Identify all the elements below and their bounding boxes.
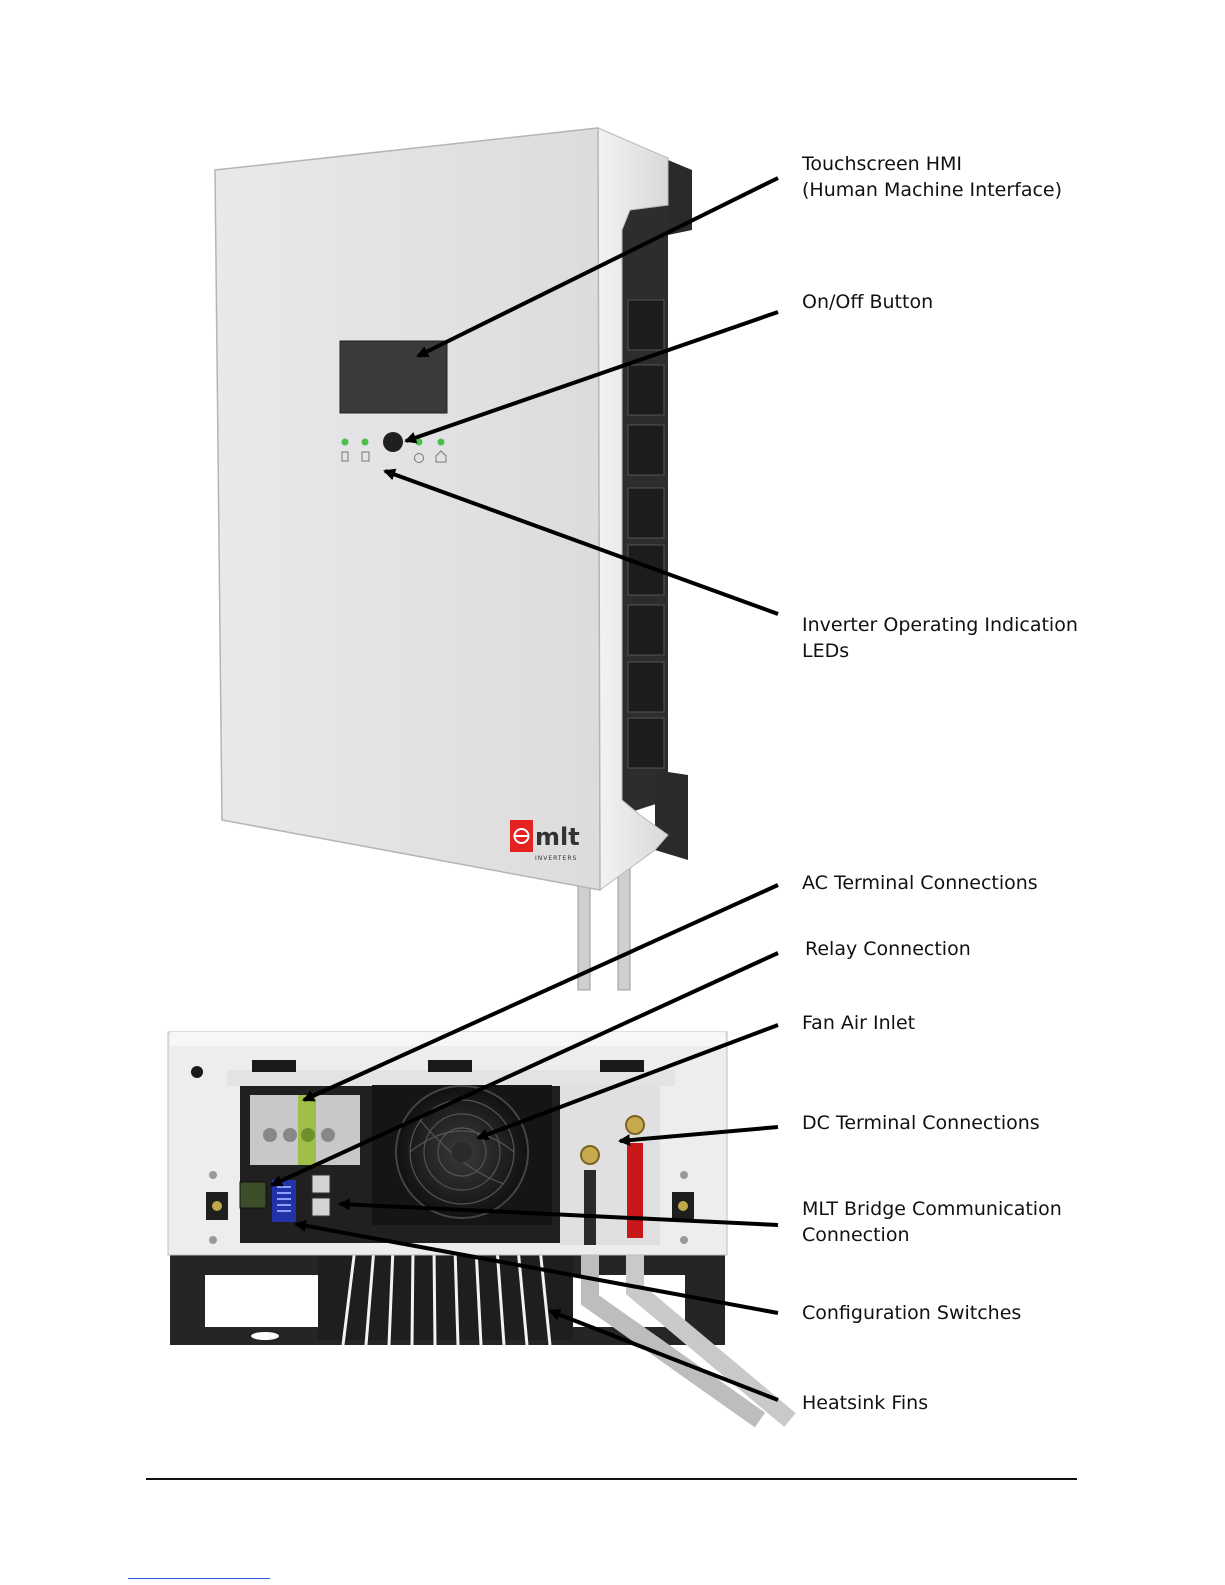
label-dc: DC Terminal Connections <box>802 1110 1040 1136</box>
label-fan-line1: Fan Air Inlet <box>802 1010 915 1036</box>
label-ac-line1: AC Terminal Connections <box>802 870 1038 896</box>
label-touchscreen-line1: Touchscreen HMI <box>802 151 1062 177</box>
label-onoff-line1: On/Off Button <box>802 289 933 315</box>
label-heatsink: Heatsink Fins <box>802 1390 928 1416</box>
label-relay: Relay Connection <box>805 936 971 962</box>
logo-subtitle: INVERTERS <box>535 855 577 862</box>
label-touchscreen-line2: (Human Machine Interface) <box>802 177 1062 203</box>
relay-connector[interactable] <box>240 1182 266 1208</box>
label-bridge-line1: MLT Bridge Communication <box>802 1196 1062 1222</box>
fan-air-inlet <box>372 1085 552 1225</box>
label-ac: AC Terminal Connections <box>802 870 1038 896</box>
label-fan: Fan Air Inlet <box>802 1010 915 1036</box>
label-leds-line2: LEDs <box>802 638 1078 664</box>
heatsink-fins <box>318 1240 573 1345</box>
label-leds: Inverter Operating Indication LEDs <box>802 612 1078 664</box>
footer-link-underline <box>128 1578 270 1579</box>
on-off-button[interactable] <box>383 432 403 452</box>
label-config: Configuration Switches <box>802 1300 1021 1326</box>
bridge-port-lower[interactable] <box>312 1198 330 1216</box>
label-heatsink-line1: Heatsink Fins <box>802 1390 928 1416</box>
label-bridge: MLT Bridge Communication Connection <box>802 1196 1062 1248</box>
label-bridge-line2: Connection <box>802 1222 1062 1248</box>
ac-terminals <box>250 1095 360 1165</box>
bridge-port-upper[interactable] <box>312 1175 330 1193</box>
logo-wordmark: mlt <box>535 823 580 851</box>
label-touchscreen: Touchscreen HMI (Human Machine Interface… <box>802 151 1062 203</box>
label-onoff: On/Off Button <box>802 289 933 315</box>
label-dc-line1: DC Terminal Connections <box>802 1110 1040 1136</box>
label-config-line1: Configuration Switches <box>802 1300 1021 1326</box>
label-relay-line1: Relay Connection <box>805 936 971 962</box>
label-leds-line1: Inverter Operating Indication <box>802 612 1078 638</box>
footer-rule <box>146 1478 1077 1480</box>
